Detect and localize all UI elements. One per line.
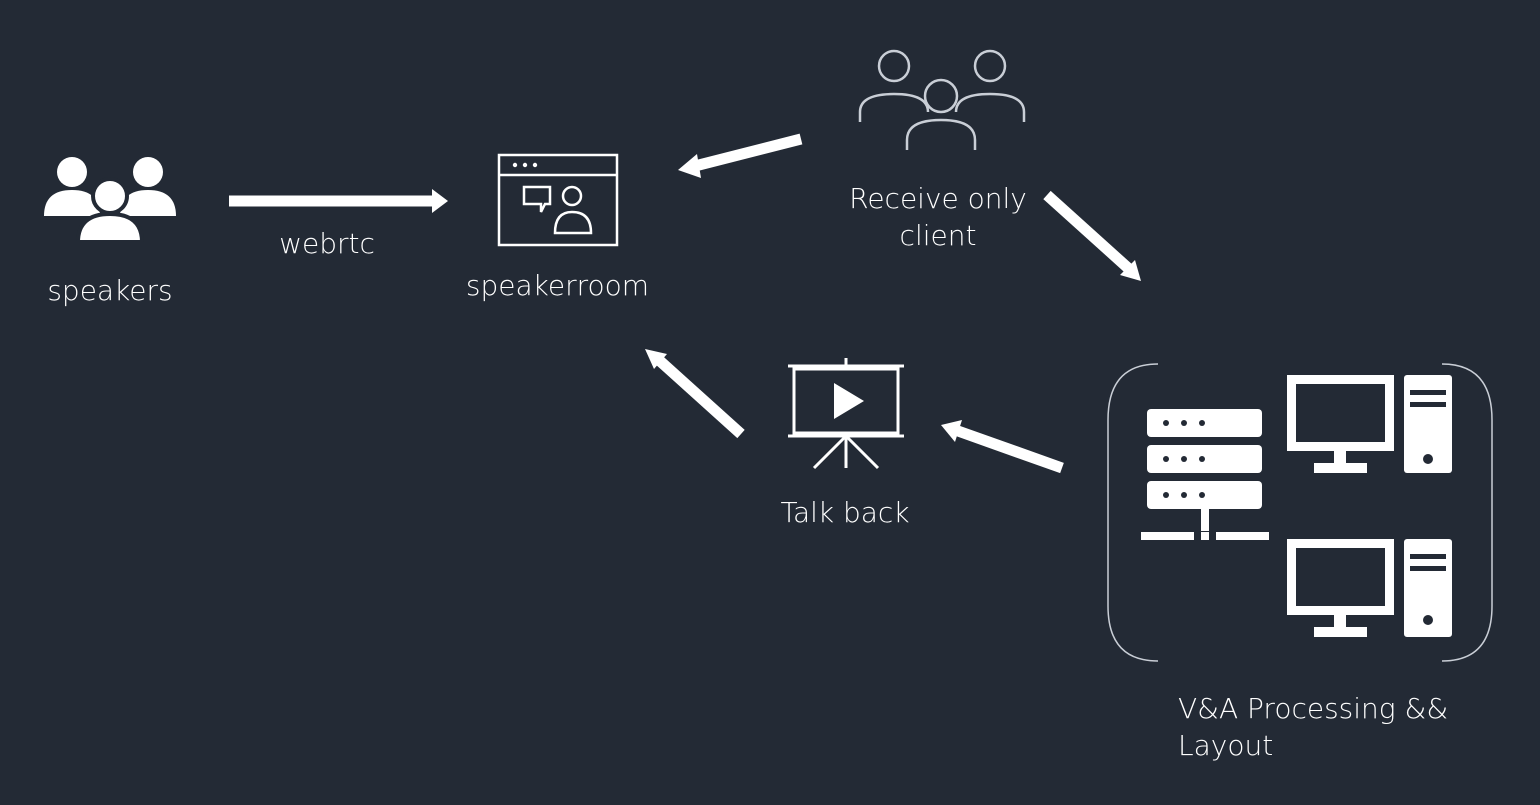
arrow-speakers-to-speakerroom [229,189,448,213]
presentation-screen-icon [788,358,904,470]
receive-only-client-label-line2: client [899,219,977,252]
server-rack-icon [1141,409,1269,540]
receive-only-client-label-line1: Receive only [849,182,1027,215]
webrtc-edge-label: webrtc [279,227,375,260]
processing-label: V&A Processing && Layout [1178,690,1478,764]
arrow-receive-to-speakerroom [678,133,803,178]
arrow-processing-to-talkback [941,420,1064,474]
processing-label-line2: Layout [1178,729,1274,762]
receive-only-client-label: Receive only client [832,180,1044,254]
talk-back-label: Talk back [780,496,910,529]
arrow-receive-to-processing [1043,190,1141,281]
speakers-label: speakers [47,274,173,307]
video-chat-window-icon [497,153,619,247]
speakers-group-icon [44,157,176,244]
arrow-talkback-to-speakerroom [645,349,745,439]
processing-label-line1: V&A Processing && [1178,692,1449,725]
speakerroom-label: speakerroom [465,269,650,302]
processing-group-outline [1107,363,1493,662]
users-outline-icon [858,49,1026,150]
desktop-computer-icon [1287,375,1452,473]
desktop-computer-icon [1287,539,1452,637]
